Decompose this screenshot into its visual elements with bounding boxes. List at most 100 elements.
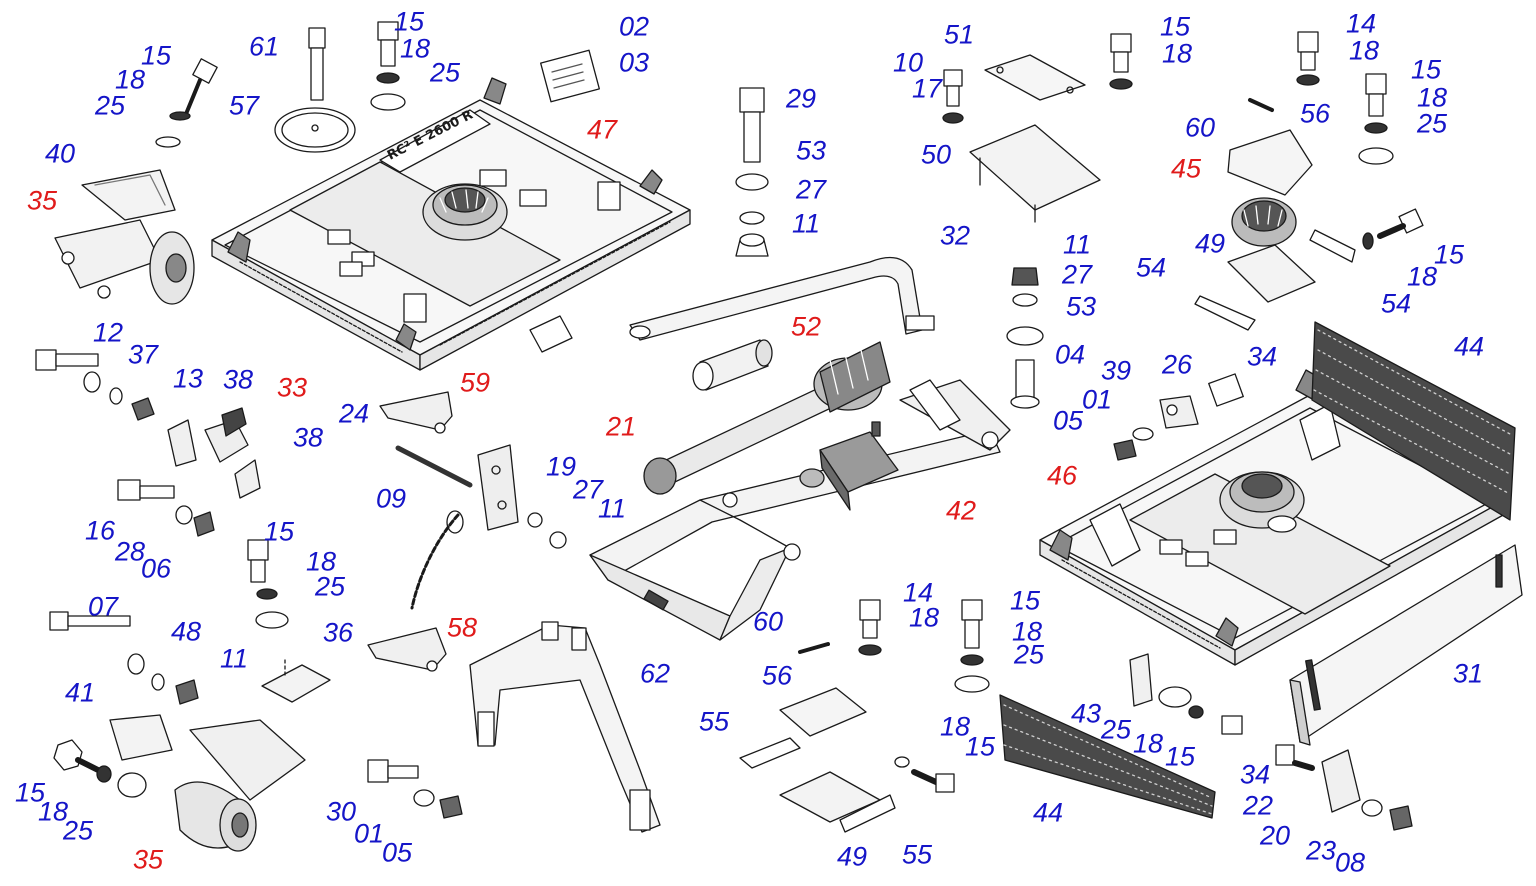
part-callout-44: 44 (1032, 797, 1064, 828)
bolt-14-18-bottom (859, 600, 881, 655)
part-callout-01: 01 (1081, 384, 1113, 415)
part-callout-15: 15 (14, 777, 46, 808)
part-callout-14: 14 (1345, 8, 1377, 39)
part-callout-27: 27 (795, 174, 827, 205)
seal-disc-57 (275, 108, 355, 152)
drive-shaft (644, 342, 890, 494)
part-callout-25: 25 (1100, 714, 1132, 745)
part-callout-30: 30 (325, 796, 357, 827)
part-callout-29: 29 (785, 83, 817, 114)
part-callout-35: 35 (132, 844, 164, 875)
bolt-07-48-11 (50, 612, 198, 704)
part-callout-53: 53 (795, 135, 827, 166)
part-callout-56: 56 (1299, 98, 1331, 129)
part-callout-60: 60 (752, 606, 784, 637)
bolt-30-01-05 (368, 760, 462, 818)
part-callout-03: 03 (618, 47, 650, 78)
cover-50 (970, 125, 1100, 222)
part-callout-05: 05 (1052, 405, 1084, 436)
part-callout-57: 57 (228, 90, 260, 121)
part-callout-28: 28 (114, 536, 146, 567)
three-point-hitch (470, 622, 660, 832)
bracket-38-33 (168, 408, 260, 498)
part-callout-38: 38 (292, 422, 324, 453)
part-callout-15: 15 (393, 6, 425, 37)
rubber-flap-upper (1312, 322, 1515, 520)
part-callout-24: 24 (338, 398, 370, 429)
part-callout-18: 18 (1348, 35, 1380, 66)
part-callout-60: 60 (1184, 112, 1216, 143)
part-callout-46: 46 (1046, 460, 1078, 491)
part-callout-33: 33 (276, 372, 308, 403)
bolt-15-18-side (1363, 209, 1423, 249)
part-callout-09: 09 (375, 483, 407, 514)
linkage-bracket (398, 445, 566, 608)
part-callout-32: 32 (939, 220, 971, 251)
part-callout-44: 44 (1453, 331, 1485, 362)
part-callout-25: 25 (314, 571, 346, 602)
part-callout-15: 15 (1433, 239, 1465, 270)
part-callout-56: 56 (761, 660, 793, 691)
part-callout-15: 15 (1159, 11, 1191, 42)
part-callout-34: 34 (1246, 341, 1278, 372)
part-callout-25: 25 (94, 90, 126, 121)
right-deck-hub (1220, 472, 1304, 528)
part-callout-10: 10 (892, 47, 924, 78)
bolt-18-15-bottom (895, 757, 954, 792)
part-callout-15: 15 (964, 731, 996, 762)
part-callout-20: 20 (1259, 820, 1291, 851)
pivot-bolt-stack (736, 88, 768, 256)
main-frame (590, 380, 1010, 640)
part-callout-15: 15 (1009, 585, 1041, 616)
part-callout-18: 18 (1132, 728, 1164, 759)
bolt-15-18-right (1110, 34, 1132, 89)
guard-49-top (1228, 245, 1315, 302)
plate-36 (262, 660, 330, 702)
linkage-arm (630, 258, 934, 341)
part-callout-11: 11 (1062, 229, 1092, 260)
part-callout-25: 25 (429, 57, 461, 88)
roller-upper-35 (55, 220, 194, 304)
bolt-10-17 (943, 70, 963, 123)
part-callout-55: 55 (901, 839, 933, 870)
part-callout-15: 15 (1164, 741, 1196, 772)
part-callout-58: 58 (446, 612, 478, 643)
left-deck-hub (423, 184, 507, 240)
part-callout-15: 15 (1410, 54, 1442, 85)
part-callout-59: 59 (459, 367, 491, 398)
part-callout-27: 27 (572, 474, 604, 505)
part-callout-18: 18 (1406, 261, 1438, 292)
part-callout-18: 18 (37, 796, 69, 827)
bolt-stack-15-18-25-top (371, 22, 405, 110)
part-callout-18: 18 (908, 602, 940, 633)
bolt-12-37 (36, 350, 154, 420)
cover-51 (985, 55, 1085, 100)
part-callout-54: 54 (1135, 252, 1167, 283)
gearbox (800, 422, 898, 510)
hub-45 (1232, 198, 1296, 246)
part-callout-54: 54 (1380, 288, 1412, 319)
part-callout-47: 47 (586, 114, 618, 145)
part-callout-17: 17 (911, 73, 943, 104)
part-callout-18: 18 (1161, 38, 1193, 69)
guard-56-bottom (780, 644, 866, 736)
part-callout-48: 48 (170, 616, 202, 647)
part-callout-06: 06 (140, 553, 172, 584)
part-callout-18: 18 (399, 33, 431, 64)
part-callout-40: 40 (44, 138, 76, 169)
part-callout-61: 61 (248, 31, 280, 62)
part-callout-35: 35 (26, 185, 58, 216)
part-callout-08: 08 (1334, 847, 1366, 878)
part-callout-04: 04 (1054, 339, 1086, 370)
rubber-flap-lower (1000, 695, 1215, 818)
part-callout-45: 45 (1170, 153, 1202, 184)
part-callout-05: 05 (381, 837, 413, 868)
link-39-26 (1114, 374, 1243, 460)
part-callout-52: 52 (790, 311, 822, 342)
part-callout-50: 50 (920, 139, 952, 170)
deflector-plate (1290, 545, 1522, 745)
part-callout-43: 43 (1070, 698, 1102, 729)
part-callout-02: 02 (618, 11, 650, 42)
part-callout-16: 16 (84, 515, 116, 546)
